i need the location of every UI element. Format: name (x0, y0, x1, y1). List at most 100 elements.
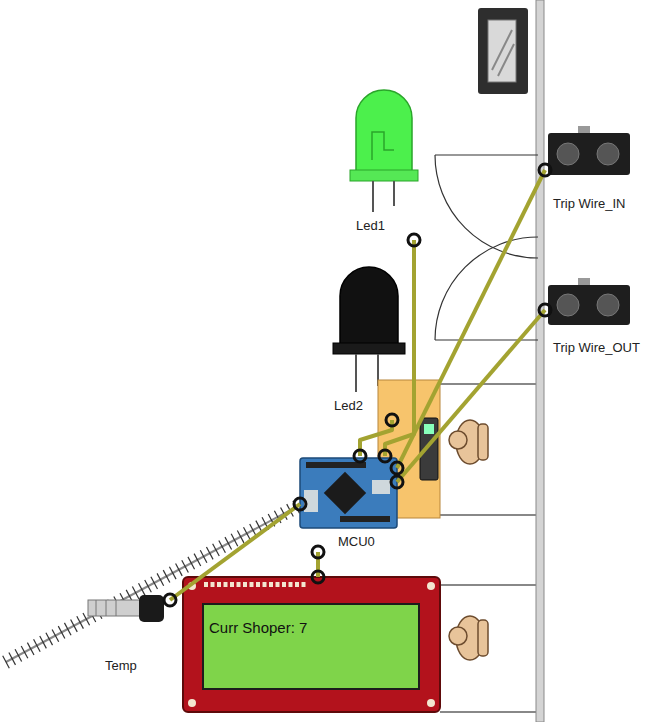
led-label-box: Led1 (348, 88, 418, 240)
lcd-display (427, 582, 435, 590)
sensor-label-box: Temp (85, 592, 170, 678)
wire-terminal (312, 546, 324, 558)
counter (440, 711, 536, 713)
lcd-display (237, 582, 241, 587)
sensor-cable (213, 544, 220, 556)
sensor-cable (237, 531, 244, 543)
wire-terminal (539, 304, 551, 316)
counter (440, 584, 536, 586)
black-led (355, 354, 357, 392)
temperature-sensor (88, 600, 140, 616)
temperature-sensor (96, 600, 97, 616)
lcd-display (203, 604, 419, 689)
sensor-cable (6, 505, 300, 662)
signal-wire (397, 170, 545, 468)
sensor-cable (3, 501, 300, 668)
sensor-cable (176, 563, 183, 575)
sensor-cable (27, 643, 34, 655)
lcd-box: Curr Shoper: 7 (183, 577, 440, 712)
person-icon (449, 431, 467, 449)
door (435, 339, 538, 340)
microcontroller-board (300, 458, 397, 528)
lcd-display (217, 582, 221, 587)
wire-terminal (312, 571, 324, 583)
wire-terminal (539, 164, 551, 176)
sensor-cable (9, 653, 16, 665)
black-led (333, 267, 405, 392)
wire-terminal (386, 414, 398, 426)
lcd-display (263, 582, 267, 587)
black-led (333, 343, 405, 354)
black-led (340, 267, 398, 345)
part-label: Trip Wire_OUT (553, 340, 640, 356)
trip-wire-sensor (548, 126, 630, 175)
temperature-sensor (3, 501, 300, 668)
lcd-display (427, 699, 435, 707)
green-led (350, 170, 418, 181)
lcd-display (282, 582, 286, 587)
counter (420, 418, 438, 480)
sensor-cable (231, 534, 238, 546)
sensor-cable (3, 656, 10, 668)
door-sensor (478, 8, 528, 94)
lcd-display (230, 582, 234, 587)
lcd-display (188, 699, 196, 707)
sensor-cable (52, 629, 59, 641)
sensor-cable (182, 560, 189, 572)
sensor-cable (163, 570, 170, 582)
lcd-display (276, 582, 280, 587)
green-led (372, 132, 394, 160)
door-sensor (498, 44, 514, 76)
sensor-cable (219, 540, 226, 552)
wire-terminal (354, 450, 366, 462)
person-icon (478, 620, 488, 656)
door-sensor (478, 8, 528, 94)
door-sensor (488, 20, 516, 82)
trip-wire-sensor (548, 285, 630, 325)
sensor-cable (194, 554, 201, 566)
lcd-display (256, 582, 260, 587)
sensor-label-box: Trip Wire_IN (545, 128, 648, 216)
sensor-cable (145, 580, 152, 592)
sensor-cable (200, 550, 207, 562)
person-icon (449, 420, 488, 464)
sensor-cable (225, 537, 232, 549)
trip-wire-sensor (597, 143, 619, 165)
part-label: MCU0 (338, 534, 375, 550)
sensor-cable (244, 527, 251, 539)
counter (424, 424, 434, 434)
wire-terminal (408, 234, 420, 246)
wire-terminal (294, 498, 306, 510)
part-label: Trip Wire_IN (553, 196, 625, 212)
sensor-cable (77, 616, 84, 628)
trip-wire-sensor (548, 133, 630, 175)
door (435, 154, 538, 155)
controller-box: MCU0 (300, 456, 397, 552)
sensor-cable (58, 626, 65, 638)
lcd-display (211, 582, 215, 587)
lcd-display (204, 582, 208, 587)
signal-wire (170, 504, 300, 600)
led-label-box: Led2 (330, 265, 405, 420)
lcd-display (302, 582, 306, 587)
lcd-display (295, 582, 299, 587)
microcontroller-board (306, 462, 366, 468)
wire-terminal (379, 450, 391, 462)
microcontroller-board (324, 472, 366, 514)
microcontroller-board (300, 458, 397, 528)
door (435, 155, 538, 258)
part-label: Temp (105, 658, 137, 674)
sensor-label-box: Trip Wire_OUT (545, 280, 652, 364)
sensor-cable (40, 636, 47, 648)
sensor-cable (139, 583, 146, 595)
sensor-cable (206, 547, 213, 559)
sensor-cable (132, 587, 139, 599)
part-label: Led1 (356, 218, 385, 234)
lcd-display (183, 577, 440, 712)
wire-terminal (391, 476, 403, 488)
lcd-display (289, 582, 293, 587)
